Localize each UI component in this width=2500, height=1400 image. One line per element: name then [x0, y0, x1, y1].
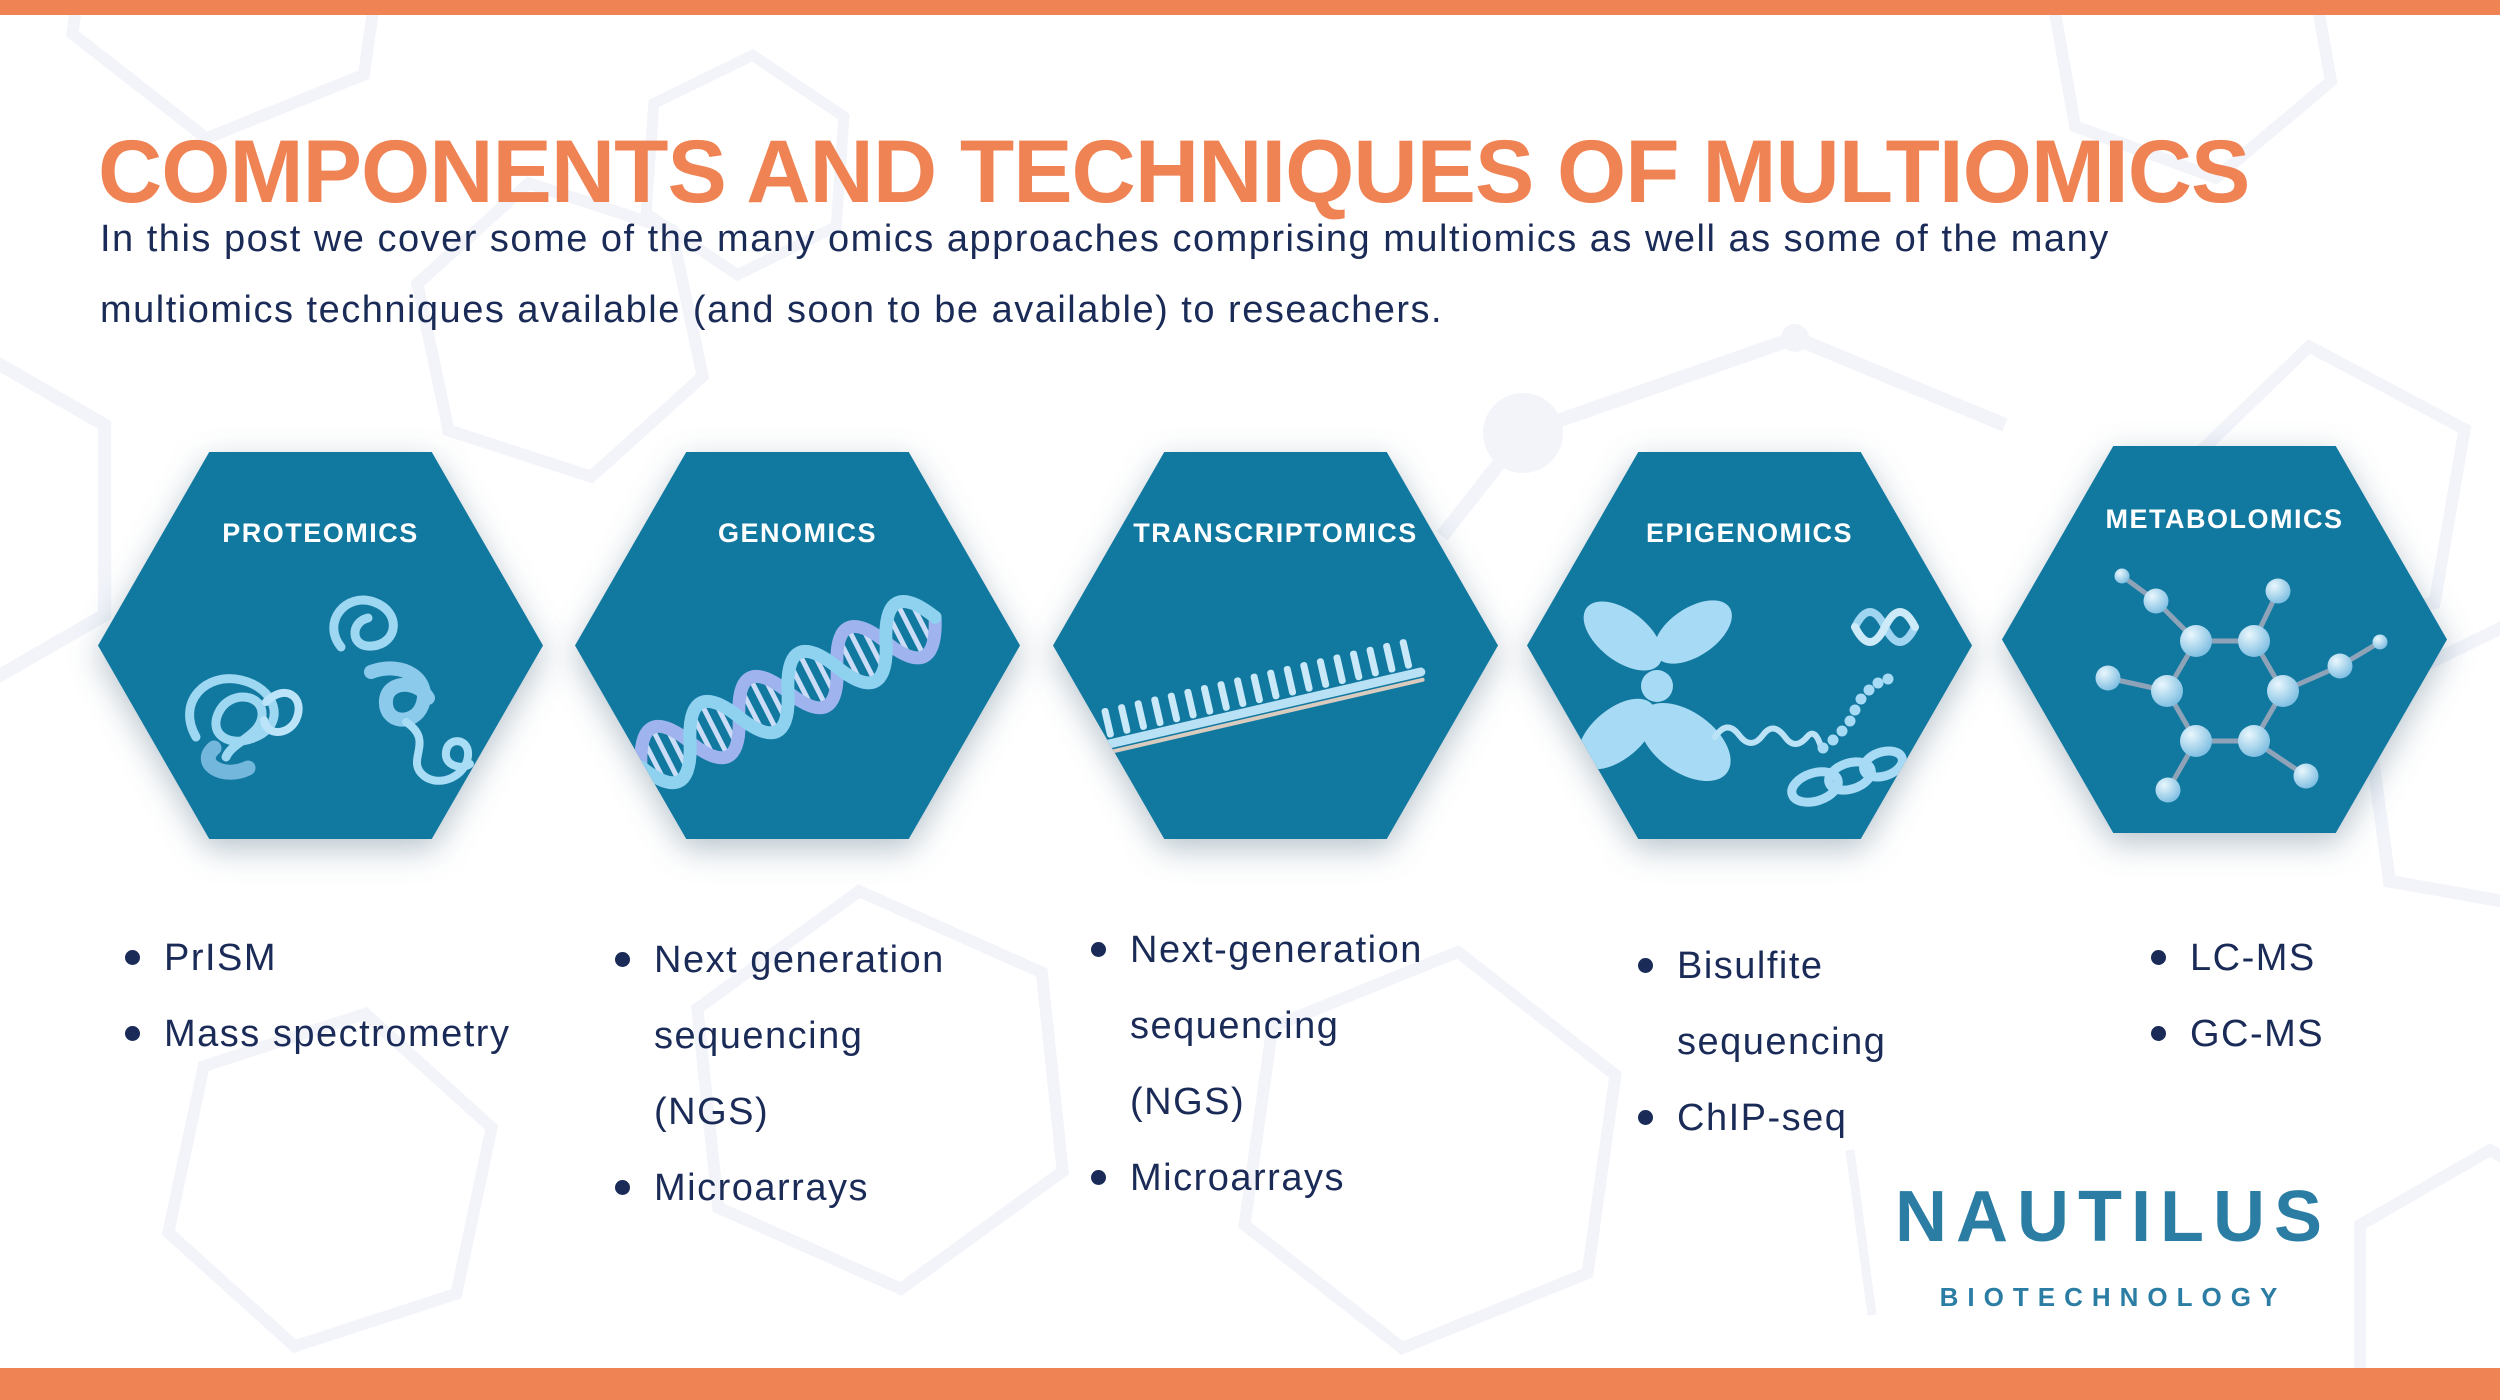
technique-item: Microarrays: [1086, 1140, 1436, 1216]
mrna-strand-icon: [1098, 639, 1426, 756]
technique-item: GC-MS: [2146, 996, 2456, 1072]
technique-item: Next generation sequencing (NGS): [610, 922, 960, 1150]
nautilus-wordmark: NAUTILUS: [1895, 1177, 2331, 1257]
hexagon-proteomics: PROTEOMICS: [98, 452, 543, 839]
technique-item: Mass spectrometry: [120, 996, 560, 1072]
bottom-accent-bar: [0, 1368, 2500, 1400]
chromosome-chromatin-icon: [1578, 600, 1919, 807]
hexagon-label-transcriptomics: TRANSCRIPTOMICS: [1133, 518, 1418, 548]
technique-item: ChIP-seq: [1633, 1080, 1901, 1156]
top-accent-bar: [0, 0, 2500, 15]
technique-item: Microarrays: [610, 1150, 960, 1226]
protein-ribbons-icon: [185, 595, 474, 785]
technique-list-transcriptomics: Next-generation sequencing (NGS) Microar…: [1086, 912, 1436, 1216]
nautilus-logo: NAUTILUS BIOTECHNOLOGY: [1878, 1176, 2348, 1313]
technique-list-epigenomics: Bisulfite sequencing ChIP-seq: [1633, 928, 1901, 1156]
subtitle-line-1: In this post we cover some of the many o…: [100, 218, 2110, 260]
page-subtitle: In this post we cover some of the many o…: [100, 204, 2110, 346]
technique-list-metabolomics: LC-MS GC-MS: [2146, 920, 2456, 1072]
nautilus-tagline: BIOTECHNOLOGY: [1939, 1282, 2287, 1312]
technique-list-genomics: Next generation sequencing (NGS) Microar…: [610, 922, 960, 1226]
subtitle-line-2: multiomics techniques available (and soo…: [100, 289, 1444, 331]
hexagon-label-epigenomics: EPIGENOMICS: [1645, 518, 1854, 548]
page-title: COMPONENTS AND TECHNIQUES OF MULTIOMICS: [98, 120, 2250, 221]
hexagon-label-genomics: GENOMICS: [717, 518, 877, 548]
hexagon-epigenomics: EPIGENOMICS: [1527, 452, 1972, 839]
hexagon-transcriptomics: TRANSCRIPTOMICS: [1053, 452, 1498, 839]
dna-double-helix-icon: [634, 595, 942, 790]
technique-item: Bisulfite sequencing: [1633, 928, 1901, 1080]
hexagon-metabolomics: METABOLOMICS: [2002, 446, 2447, 833]
background-molecule-motif: [1436, 324, 2008, 1316]
technique-item: LC-MS: [2146, 920, 2456, 996]
technique-list-proteomics: PrISM Mass spectrometry: [120, 920, 560, 1072]
hexagon-label-proteomics: PROTEOMICS: [222, 518, 419, 548]
hexagon-label-metabolomics: METABOLOMICS: [2105, 504, 2344, 534]
hexagon-genomics: GENOMICS: [575, 452, 1020, 839]
technique-item: PrISM: [120, 920, 560, 996]
metabolite-molecule-icon: [2095, 568, 2388, 803]
technique-item: Next-generation sequencing (NGS): [1086, 912, 1436, 1140]
